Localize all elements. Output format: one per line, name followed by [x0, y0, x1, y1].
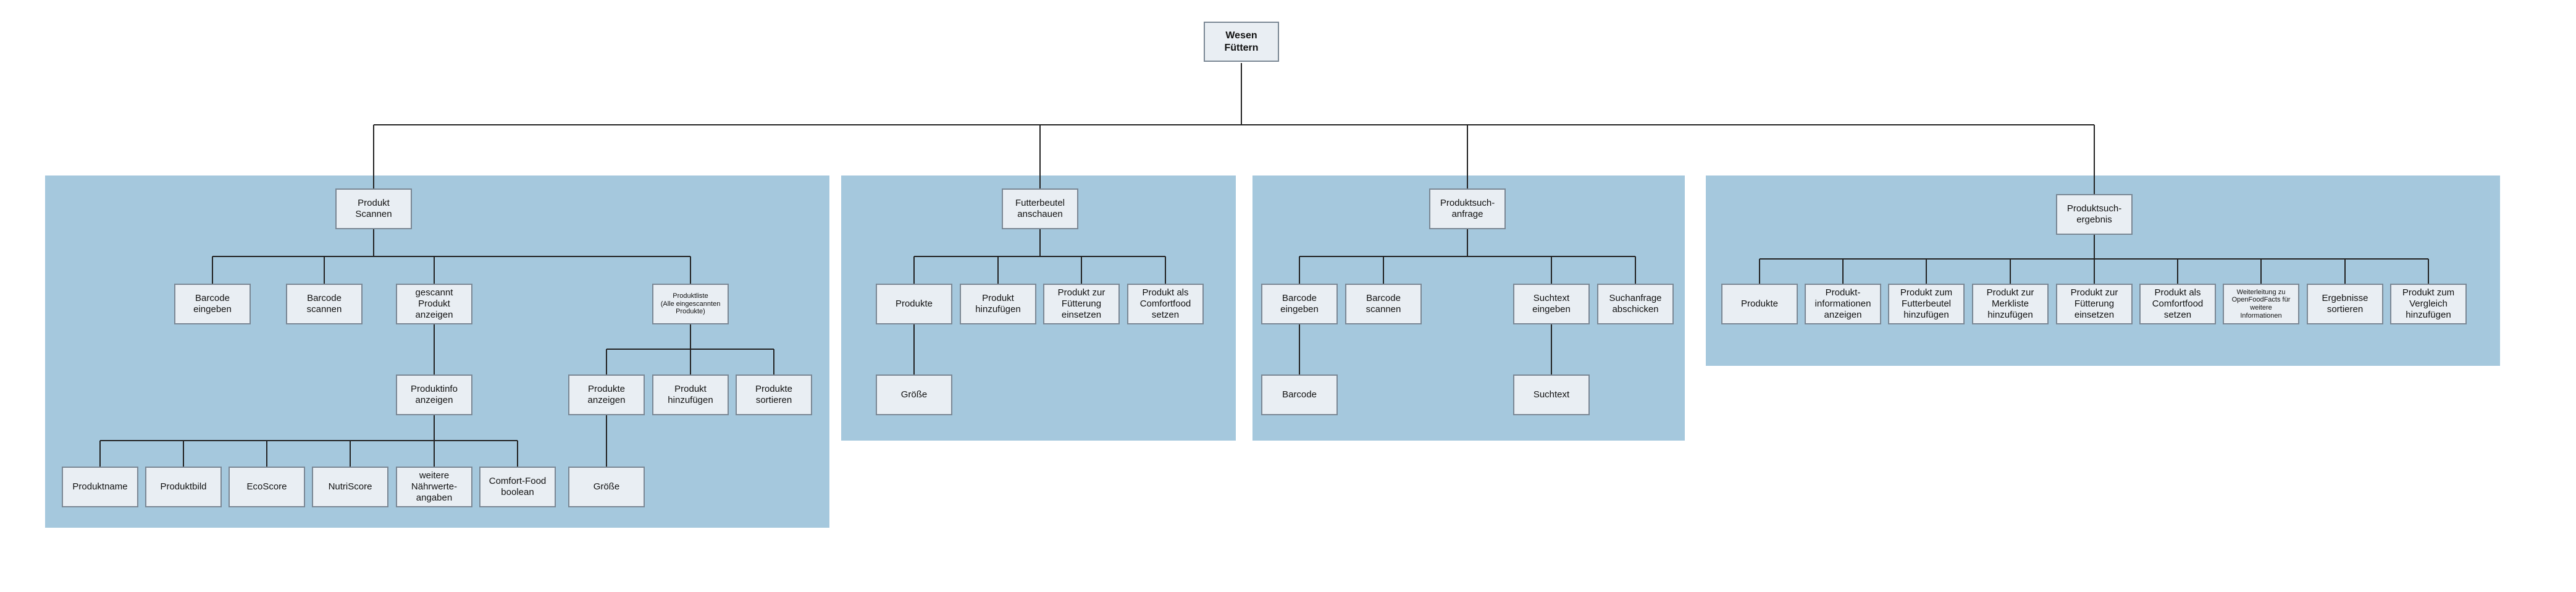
root-node: Wesen Füttern — [1204, 22, 1279, 62]
node-produkte: Produkte — [876, 284, 952, 324]
node-produktname: Produktname — [62, 467, 138, 507]
node-ecoscore: EcoScore — [229, 467, 305, 507]
node-groesse: Größe — [876, 374, 952, 415]
node-barcode: Barcode — [1261, 374, 1338, 415]
node-produkte: Produkte — [1721, 284, 1798, 324]
node-produktsuchanfrage: Produktsuch-anfrage — [1429, 188, 1506, 229]
node-suchtext: Suchtext — [1513, 374, 1590, 415]
node-produktbild: Produktbild — [145, 467, 222, 507]
node-produktsuchergebnis: Produktsuch-ergebnis — [2056, 194, 2133, 235]
node-nutriscore: NutriScore — [312, 467, 388, 507]
node-groesse: Größe — [568, 467, 645, 507]
